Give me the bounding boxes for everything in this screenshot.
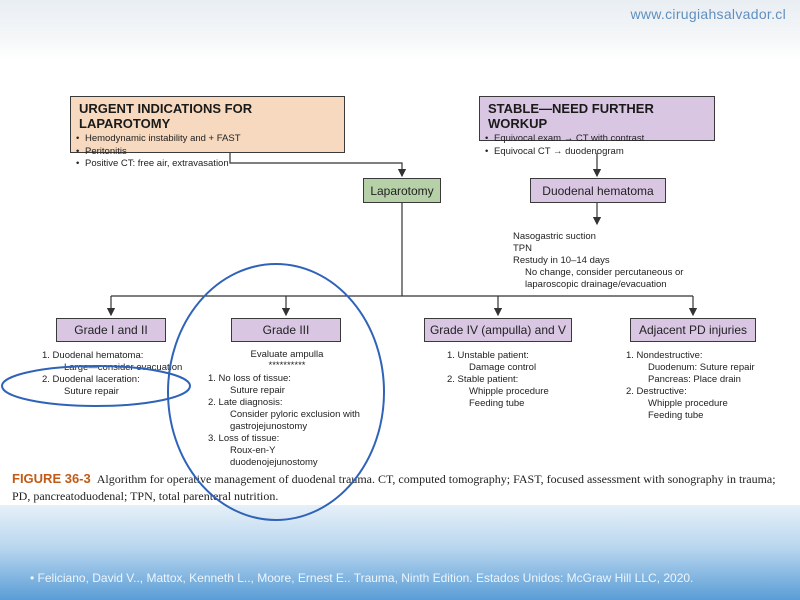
adjacent-pd-text: 1. Nondestructive: Duodenum: Suture repa… <box>626 350 755 422</box>
caption-text: Algorithm for operative management of du… <box>12 472 776 503</box>
grade-line: Feeding tube <box>648 410 704 421</box>
hematoma-step: No change, consider percutaneous or <box>525 267 684 278</box>
grade-4-5-node: Grade IV (ampulla) and V <box>424 318 572 342</box>
site-url[interactable]: www.cirugiahsalvador.cl <box>630 6 786 22</box>
grade-line: 3. Loss of tissue: <box>208 433 280 444</box>
stable-workup-box: STABLE—NEED FURTHER WORKUP Equivocal exa… <box>479 96 715 158</box>
grade-3-head: Evaluate ampulla ********** <box>248 349 326 370</box>
grade-line: 1. No loss of tissue: <box>208 373 291 384</box>
grade-line: gastrojejunostomy <box>230 421 308 432</box>
grade-line: 2. Destructive: <box>626 386 687 397</box>
grade-line: Suture repair <box>230 385 285 396</box>
grade-3-node: Grade III <box>231 318 341 342</box>
grade-line: Whipple procedure <box>469 386 549 397</box>
grade-line: Suture repair <box>64 386 119 397</box>
grade-line: 1. Unstable patient: <box>447 350 529 361</box>
grade-line: Duodenum: Suture repair <box>648 362 755 373</box>
urgent-item: Peritonitis <box>76 146 344 159</box>
urgent-indications-box: URGENT INDICATIONS FOR LAPAROTOMY Hemody… <box>70 96 345 170</box>
grade-1-2-node: Grade I and II <box>56 318 166 342</box>
grade-line: Pancreas: Place drain <box>648 374 741 385</box>
hematoma-steps: Nasogastric suction TPN Restudy in 10–14… <box>513 231 683 291</box>
hematoma-step: laparoscopic drainage/evacuation <box>525 279 667 290</box>
stable-title: STABLE—NEED FURTHER WORKUP <box>488 101 654 131</box>
hematoma-step: Nasogastric suction <box>513 231 596 242</box>
annotation-ellipse-laceration <box>1 365 191 407</box>
grade-4-5-text: 1. Unstable patient: Damage control 2. S… <box>447 350 549 410</box>
duodenal-hematoma-node: Duodenal hematoma <box>530 178 666 203</box>
grade-line: 1. Duodenal hematoma: <box>42 350 144 361</box>
stable-item: Equivocal CT → duodenogram <box>485 146 714 159</box>
annotation-ellipse-grade3 <box>167 263 385 521</box>
grade-line: 2. Late diagnosis: <box>208 397 283 408</box>
grade-line: Whipple procedure <box>648 398 728 409</box>
grade-3-text: 1. No loss of tissue: Suture repair 2. L… <box>208 373 360 469</box>
grade-line: duodenojejunostomy <box>230 457 318 468</box>
stable-item: Equivocal exam → CT with contrast <box>485 133 714 146</box>
grade-line: Feeding tube <box>469 398 525 409</box>
footer-background <box>0 505 800 600</box>
grade-line: Damage control <box>469 362 537 373</box>
hematoma-step: Restudy in 10–14 days <box>513 255 610 266</box>
reference-citation: • Feliciano, David V.., Mattox, Kenneth … <box>30 571 694 585</box>
grade-line: 2. Stable patient: <box>447 374 519 385</box>
evaluate-ampulla: Evaluate ampulla <box>250 349 324 360</box>
header-background <box>0 0 800 60</box>
urgent-title: URGENT INDICATIONS FOR LAPAROTOMY <box>79 101 253 131</box>
grade-line: Roux-en-Y <box>230 445 276 456</box>
laparotomy-node: Laparotomy <box>363 178 441 203</box>
grade-line: 2. Duodenal laceration: <box>42 374 140 385</box>
hematoma-step: TPN <box>513 243 532 254</box>
urgent-item: Hemodynamic instability and + FAST <box>76 133 344 146</box>
separator-stars: ********** <box>268 360 306 371</box>
grade-line: 1. Nondestructive: <box>626 350 703 361</box>
urgent-item: Positive CT: free air, extravasation <box>76 158 344 171</box>
grade-line: Consider pyloric exclusion with <box>230 409 360 420</box>
figure-label: FIGURE 36-3 <box>12 471 91 486</box>
adjacent-pd-node: Adjacent PD injuries <box>630 318 756 342</box>
